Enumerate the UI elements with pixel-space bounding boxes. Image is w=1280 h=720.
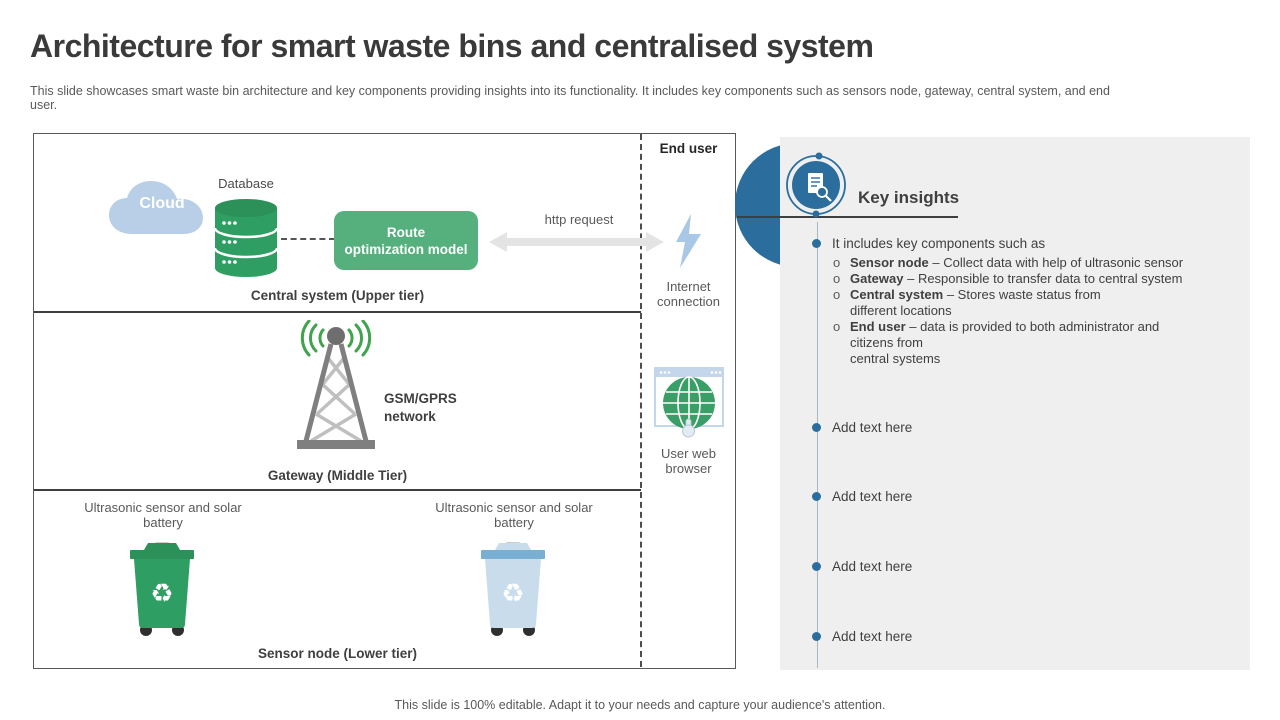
sub-bullet-marker: o <box>833 255 841 270</box>
blue-waste-bin-icon: ♻ <box>481 542 545 636</box>
component-desc: – Collect data with help of ultrasonic s… <box>928 255 1184 270</box>
component-desc: – Responsible to transfer data to centra… <box>903 271 1183 286</box>
insights-intro: It includes key components such as <box>832 236 1046 251</box>
sub-bullet-marker: o <box>833 319 841 334</box>
page-title: Architecture for smart waste bins and ce… <box>30 28 874 64</box>
database-route-dashed-connector <box>281 238 335 240</box>
bin-right-label: Ultrasonic sensor and solar battery <box>435 500 593 530</box>
component-item-end-user: o End user – data is provided to both ad… <box>833 319 1225 367</box>
key-insights-panel <box>780 137 1250 670</box>
component-list: o Sensor node – Collect data with help o… <box>833 255 1225 367</box>
bullet-dot <box>812 239 821 248</box>
component-item-gateway: o Gateway – Responsible to transfer data… <box>833 271 1225 287</box>
cloud-icon <box>109 181 203 234</box>
key-insights-heading: Key insights <box>858 188 960 207</box>
heading-underline <box>737 216 958 218</box>
footer-note: This slide is 100% editable. Adapt it to… <box>394 698 886 712</box>
add-text-placeholder[interactable]: Add text here <box>832 629 913 644</box>
recycle-icon: ♻ <box>501 579 524 609</box>
insights-timeline-line <box>817 222 818 668</box>
add-text-placeholder[interactable]: Add text here <box>832 489 913 504</box>
http-request-label: http request <box>544 212 614 227</box>
bullet-dot <box>812 423 821 432</box>
route-optimization-box: Route optimization model <box>334 211 478 270</box>
component-term: Sensor node <box>850 255 929 270</box>
gsm-network-label: GSM/GPRS network <box>384 391 457 424</box>
bullet-dot <box>812 492 821 501</box>
component-term: Gateway <box>850 271 904 286</box>
gsm-tower-icon <box>297 320 375 449</box>
component-item-central-system: o Central system – Stores waste status f… <box>833 287 1225 319</box>
end-user-title: End user <box>659 141 718 156</box>
tier-caption-gateway: Gateway (Middle Tier) <box>267 468 408 483</box>
internet-lightning-icon <box>676 214 701 268</box>
component-term: End user <box>850 319 906 334</box>
cursor-hand-icon <box>682 418 695 438</box>
cloud-label: Cloud <box>139 195 185 212</box>
tier-divider-lower <box>34 489 641 491</box>
add-text-placeholder[interactable]: Add text here <box>832 559 913 574</box>
end-user-dashed-separator <box>640 134 642 667</box>
bullet-dot <box>812 562 821 571</box>
web-browser-globe-icon <box>654 367 724 438</box>
database-icon <box>214 199 278 277</box>
tier-divider-upper <box>34 311 641 313</box>
add-text-placeholder[interactable]: Add text here <box>832 420 913 435</box>
tier-caption-central-system: Central system (Upper tier) <box>250 288 425 303</box>
internet-connection-label: Internet connection <box>657 279 720 309</box>
recycle-icon: ♻ <box>150 579 173 609</box>
component-desc: – Stores waste status from different loc… <box>850 287 1101 318</box>
architecture-diagram: Cloud Database Route optimization model … <box>33 133 736 669</box>
sub-bullet-marker: o <box>833 287 841 302</box>
bullet-dot <box>812 632 821 641</box>
http-request-arrow-icon <box>489 232 664 252</box>
sub-bullet-marker: o <box>833 271 841 286</box>
bin-left-label: Ultrasonic sensor and solar battery <box>84 500 242 530</box>
page-subtitle: This slide showcases smart waste bin arc… <box>30 84 1110 112</box>
green-waste-bin-icon: ♻ <box>130 542 194 636</box>
database-label: Database <box>218 176 274 191</box>
document-search-icon <box>786 152 846 218</box>
tier-caption-sensor-node: Sensor node (Lower tier) <box>257 646 418 661</box>
user-web-browser-label: User web browser <box>661 446 716 476</box>
component-term: Central system <box>850 287 944 302</box>
component-item-sensor-node: o Sensor node – Collect data with help o… <box>833 255 1225 271</box>
component-desc: – data is provided to both administrator… <box>850 319 1160 366</box>
